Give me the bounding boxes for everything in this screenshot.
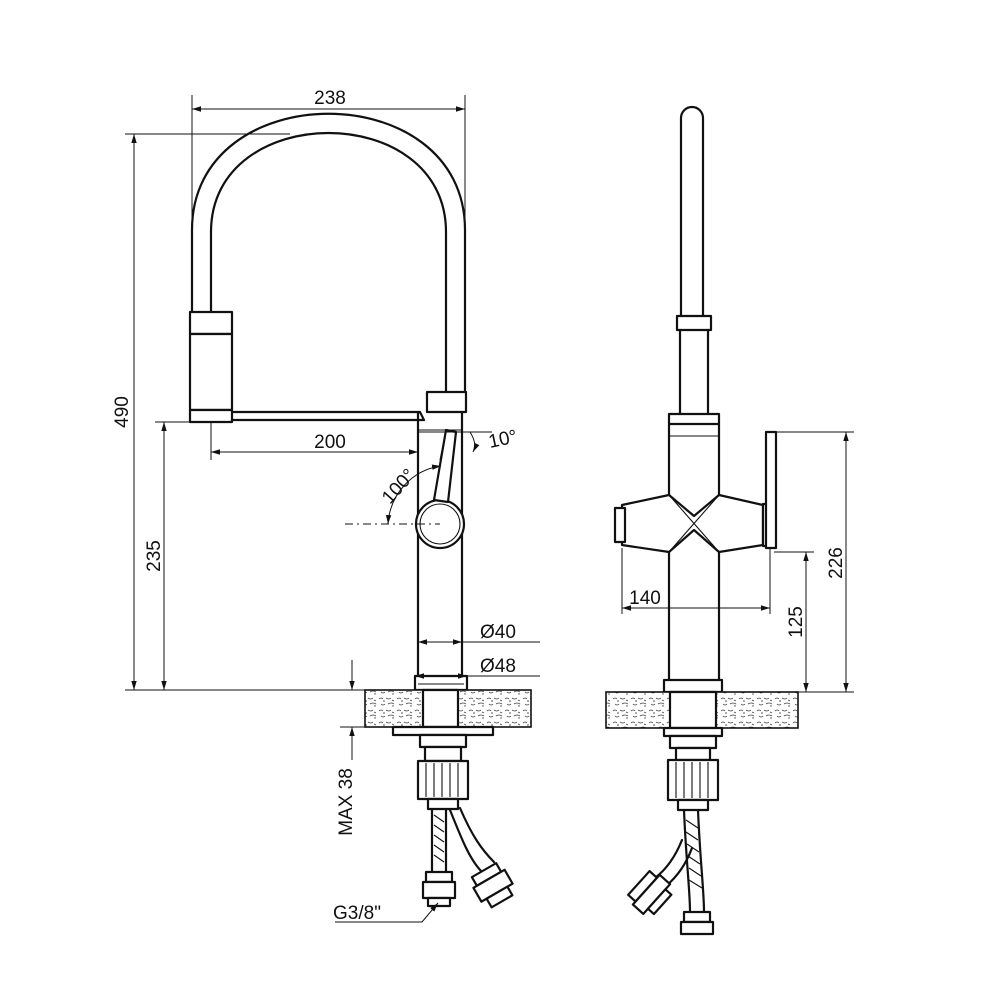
dim-lever-height: 226 bbox=[826, 547, 847, 579]
dim-handle-height: 125 bbox=[786, 606, 807, 638]
side-spout-tube bbox=[667, 105, 721, 426]
dim-spout-reach: 200 bbox=[314, 432, 346, 453]
spray-head bbox=[188, 310, 426, 424]
side-base-ring bbox=[662, 678, 724, 694]
supply-hoses-front bbox=[421, 806, 514, 909]
front-dimensions bbox=[125, 95, 540, 923]
dim-max-counter-thickness: MAX 38 bbox=[336, 768, 357, 836]
gooseneck-spout bbox=[190, 112, 467, 394]
dim-lever-rotation: 100° bbox=[378, 465, 420, 508]
countertop-side bbox=[605, 690, 799, 730]
side-dimensions bbox=[621, 431, 854, 693]
countertop-front bbox=[364, 688, 532, 729]
dim-body-height: 235 bbox=[144, 540, 165, 572]
dim-overall-width: 238 bbox=[314, 88, 346, 109]
dim-lever-tilt: 10° bbox=[487, 426, 519, 453]
front-view: 238 490 200 10° 100° 235 Ø40 Ø48 MAX 38 … bbox=[112, 88, 540, 924]
dim-base-diameter: Ø48 bbox=[480, 656, 516, 677]
supply-hoses-side bbox=[627, 808, 715, 936]
side-view: 140 125 226 bbox=[605, 105, 854, 936]
mounting-kit-side bbox=[662, 726, 724, 812]
base-ring bbox=[413, 674, 469, 692]
dim-overall-height: 490 bbox=[112, 396, 133, 428]
side-body bbox=[667, 422, 721, 686]
side-mixer-handle bbox=[613, 430, 778, 554]
mixer-lever bbox=[414, 428, 466, 550]
dim-inner-diameter: Ø40 bbox=[480, 622, 516, 643]
dim-handle-reach: 140 bbox=[629, 588, 661, 609]
dim-hose-connection: G3/8" bbox=[333, 903, 381, 924]
mounting-kit-front bbox=[391, 725, 495, 811]
